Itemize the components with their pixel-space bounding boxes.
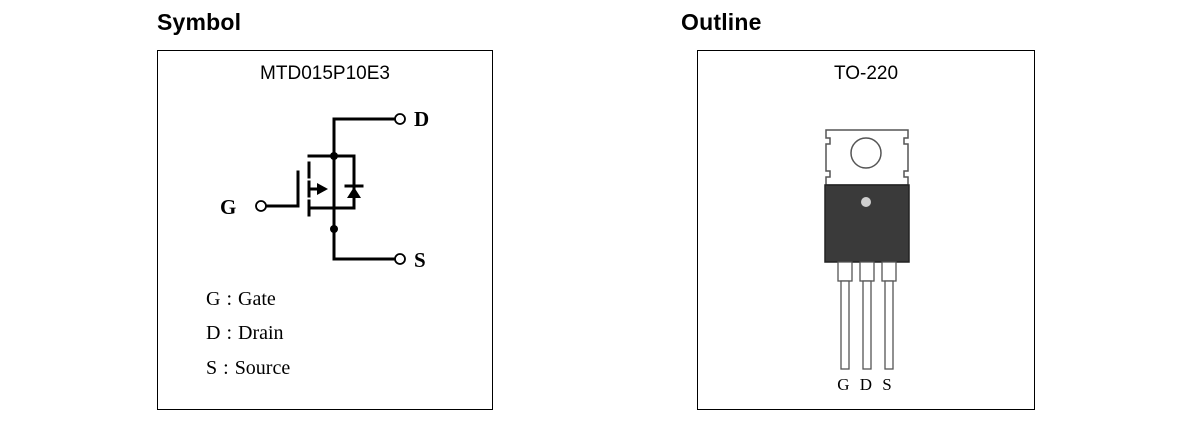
legend-gate: G:Gate bbox=[206, 288, 276, 311]
package-name: TO-220 bbox=[833, 63, 899, 84]
outline-panel: TO-220 G D S bbox=[697, 50, 1035, 410]
legend-separator: : bbox=[226, 288, 233, 310]
mosfet-symbol-diagram: D S G bbox=[220, 107, 429, 272]
source-terminal-circle bbox=[394, 253, 406, 265]
legend-pin-name: Drain bbox=[238, 322, 284, 344]
source-wire bbox=[332, 227, 397, 261]
pin-shoulder-g bbox=[837, 261, 853, 282]
mounting-hole bbox=[850, 137, 882, 169]
outline-heading: Outline bbox=[681, 9, 762, 35]
source-junction-dot bbox=[330, 225, 338, 233]
pin-lead-d bbox=[862, 280, 872, 370]
drain-terminal-label: D bbox=[414, 107, 429, 131]
source-terminal-label: S bbox=[414, 248, 426, 272]
legend-separator: : bbox=[223, 357, 229, 379]
gate-terminal-label: G bbox=[220, 195, 236, 219]
pin-lead-s bbox=[884, 280, 894, 370]
symbol-heading: Symbol bbox=[157, 9, 242, 35]
diode-triangle-icon bbox=[347, 187, 361, 198]
legend-separator: : bbox=[226, 322, 233, 344]
pin-labels: G D S bbox=[837, 375, 895, 394]
legend-drain: D:Drain bbox=[206, 322, 284, 345]
pin-shoulder-s bbox=[881, 261, 897, 282]
legend-pin: S bbox=[206, 357, 218, 379]
body-arrow-icon bbox=[317, 183, 328, 195]
drain-junction-dot bbox=[330, 152, 338, 160]
legend-pin-name: Gate bbox=[238, 288, 276, 310]
diode-bracket bbox=[332, 154, 356, 210]
pin-shoulder-d bbox=[859, 261, 875, 282]
package-body bbox=[824, 184, 910, 263]
body-marker-dot bbox=[861, 197, 871, 207]
legend-source: S:Source bbox=[206, 357, 290, 380]
part-number: MTD015P10E3 bbox=[260, 63, 390, 84]
legend-pin: G bbox=[206, 288, 221, 310]
drain-terminal-circle bbox=[394, 113, 406, 125]
symbol-panel: MTD015P10E3 bbox=[157, 50, 493, 410]
pin-lead-g bbox=[840, 280, 850, 370]
gate-terminal-circle bbox=[255, 200, 267, 212]
to220-package-drawing bbox=[824, 129, 910, 370]
legend-pin-name: Source bbox=[234, 357, 291, 379]
legend-pin: D bbox=[206, 322, 221, 344]
